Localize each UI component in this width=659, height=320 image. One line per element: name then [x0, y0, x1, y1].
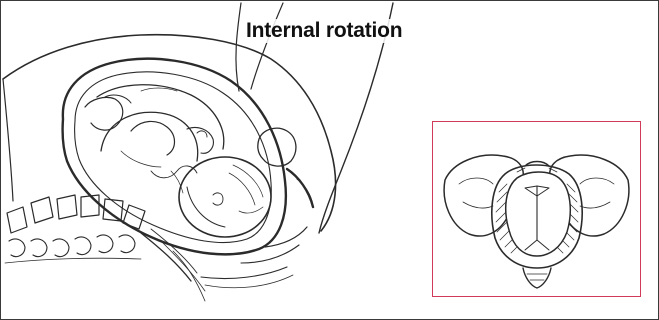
fetus-hand	[197, 131, 207, 137]
pelvic-inlet-illustration	[433, 122, 640, 296]
spine-vertebrae	[7, 195, 145, 233]
inset-panel	[432, 121, 641, 297]
fetus-back	[97, 85, 224, 149]
sacrum-inlet	[523, 268, 551, 288]
fetus-knee	[131, 121, 175, 155]
fetal-head	[179, 157, 271, 237]
fetus-legs	[85, 97, 123, 130]
thigh-line-1	[236, 3, 241, 91]
rectum	[201, 267, 287, 279]
fetus-torso	[101, 112, 198, 161]
back-outline	[3, 79, 13, 201]
fetal-head-inlet	[506, 172, 571, 256]
pubic-bone	[287, 169, 313, 207]
fetal-ear	[213, 193, 223, 205]
thigh-line-2	[251, 3, 283, 89]
uterus-outer-wall	[63, 59, 286, 255]
diagram-title: Internal rotation	[244, 19, 404, 43]
birth-canal	[265, 227, 307, 247]
sacrum	[9, 235, 135, 257]
perineum	[241, 245, 299, 263]
